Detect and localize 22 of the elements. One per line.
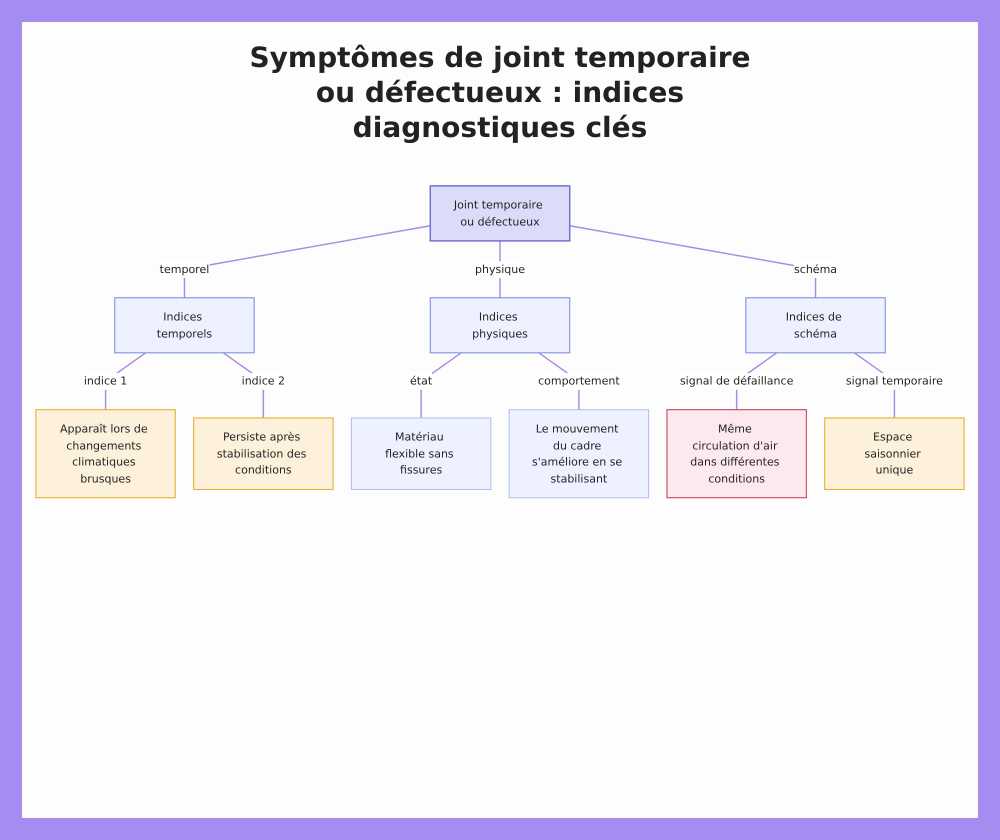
node-box: Le mouvement du cadre s'améliore en se stabilisant bbox=[508, 409, 650, 498]
node-box: Apparaît lors de changements climatiques brusques bbox=[35, 409, 176, 498]
node-box: Indices de schéma bbox=[745, 297, 886, 354]
node-box: Persiste après stabilisation des conditions bbox=[193, 417, 334, 490]
node-box: Matériau flexible sans fissures bbox=[350, 417, 492, 490]
edge-label: signal temporaire bbox=[846, 374, 943, 388]
connector bbox=[570, 225, 816, 298]
node-box: Joint temporaire ou défectueux bbox=[430, 185, 570, 242]
edge-label: schéma bbox=[794, 262, 838, 276]
edge-label: comportement bbox=[538, 374, 620, 388]
edge-label: indice 1 bbox=[84, 374, 128, 388]
edge-label: indice 2 bbox=[242, 374, 286, 388]
edge-label: état bbox=[410, 374, 432, 388]
node-box: Indices physiques bbox=[430, 297, 570, 354]
diagram-title: Symptômes de joint temporaire ou défectueux : indices diagnostiques clés bbox=[248, 40, 752, 145]
edge-label: temporel bbox=[160, 262, 210, 276]
edge-label: signal de défaillance bbox=[680, 374, 794, 388]
node-box: Même circulation d'air dans différentes conditions bbox=[666, 409, 807, 498]
edge-label: physique bbox=[474, 262, 526, 276]
connector bbox=[420, 352, 462, 418]
node-box: Espace saisonnier unique bbox=[824, 417, 965, 490]
node-box: Indices temporels bbox=[114, 297, 255, 354]
